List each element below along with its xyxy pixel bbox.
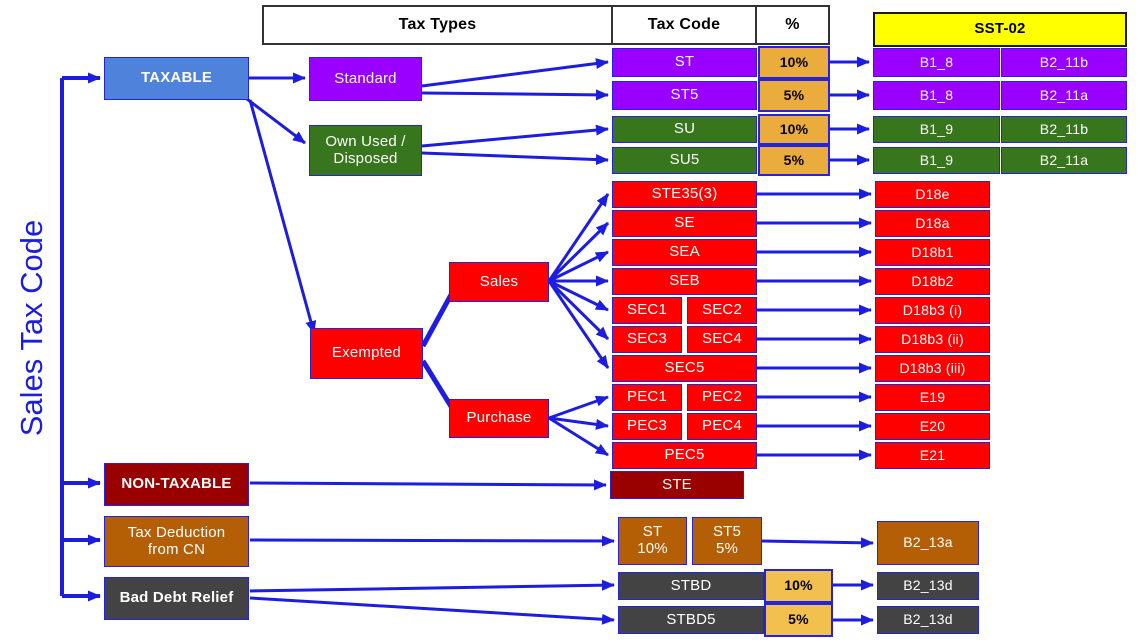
code-st5: ST5	[612, 81, 757, 110]
sst-d18b1: D18b1	[875, 239, 990, 266]
header-percent: %	[755, 5, 830, 45]
code-ste: STE	[610, 471, 744, 499]
node-bad-debt-relief: Bad Debt Relief	[104, 577, 249, 620]
arrow-own-used-to-su5	[421, 151, 609, 166]
sst-b2-11a-row4: B2_11a	[1001, 147, 1127, 174]
node-tax-deduction-cn: Tax Deduction from CN	[104, 516, 249, 567]
sst-b2-11b-row3: B2_11b	[1001, 116, 1127, 143]
sst-d18b3-i: D18b3 (i)	[875, 297, 990, 324]
node-sales: Sales	[449, 262, 549, 302]
arrow-tax-deduction-to-cn-st	[249, 535, 615, 547]
arrow-sales-to-sea	[548, 250, 609, 283]
header-sst02: SST-02	[873, 12, 1127, 47]
arrow-exempted-to-sales	[420, 291, 455, 348]
code-sec1: SEC1	[612, 297, 682, 324]
sst-b1-8-row2: B1_8	[873, 81, 1000, 110]
arrow-own-used-to-su	[421, 124, 609, 148]
code-su: SU	[612, 116, 757, 143]
header-tax-types: Tax Types	[262, 5, 613, 45]
sst-d18b2: D18b2	[875, 268, 990, 295]
arrow-non-taxable-to-ste	[249, 479, 607, 491]
code-sec5: SEC5	[612, 355, 757, 382]
code-su5: SU5	[612, 147, 757, 174]
arrow-taxable-to-exempted	[248, 99, 317, 334]
code-pec4: PEC4	[687, 413, 757, 440]
code-pec5: PEC5	[612, 442, 757, 469]
arrow-sales-to-ste35	[547, 193, 610, 282]
code-seb: SEB	[612, 268, 757, 295]
sst-d18a: D18a	[875, 210, 990, 237]
code-pec2: PEC2	[687, 384, 757, 411]
header-tax-code: Tax Code	[611, 5, 757, 45]
node-standard: Standard	[309, 57, 422, 101]
sst-b2-13a: B2_13a	[877, 521, 979, 565]
node-purchase: Purchase	[449, 399, 549, 438]
sst-d18b3-iii: D18b3 (iii)	[875, 355, 990, 382]
arrow-bad-debt-to-stbd	[249, 579, 615, 593]
arrow-cn-st5-to-b2-13a	[761, 537, 874, 549]
pct-su: 10%	[758, 114, 830, 145]
arrow-standard-to-st5	[421, 89, 609, 101]
code-pec1: PEC1	[612, 384, 682, 411]
code-se: SE	[612, 210, 757, 237]
arrow-sales-to-sec34	[547, 279, 610, 341]
sst-e20: E20	[875, 413, 990, 440]
pct-stbd5: 5%	[764, 603, 833, 637]
arrow-exempted-to-purchase	[420, 359, 455, 410]
sst-b1-8-row1: B1_8	[873, 48, 1000, 77]
code-stbd: STBD	[618, 572, 764, 600]
sst-d18b3-ii: D18b3 (ii)	[875, 326, 990, 353]
pct-st: 10%	[758, 46, 830, 79]
pct-stbd: 10%	[764, 569, 833, 603]
code-sec2: SEC2	[687, 297, 757, 324]
arrow-standard-to-st	[421, 58, 609, 88]
code-sec3: SEC3	[612, 326, 682, 353]
code-sea: SEA	[612, 239, 757, 266]
node-exempted: Exempted	[310, 328, 423, 379]
node-non-taxable: NON-TAXABLE	[104, 463, 249, 506]
sst-b2-13d-row1: B2_13d	[877, 572, 979, 600]
pct-st5: 5%	[758, 79, 830, 112]
arrow-sales-to-se	[547, 221, 610, 283]
sst-d18e: D18e	[875, 181, 990, 208]
arrow-taxable-to-own-used	[242, 94, 306, 145]
sst-b2-13d-row2: B2_13d	[877, 606, 979, 634]
code-st: ST	[612, 48, 757, 77]
sst-b2-11b-row1: B2_11b	[1001, 48, 1127, 77]
sst-b1-9-row4: B1_9	[873, 147, 1000, 174]
code-ste35-3: STE35(3)	[612, 181, 757, 208]
diagram-title: Sales Tax Code	[14, 219, 49, 437]
pct-su5: 5%	[758, 145, 830, 176]
sst-e21: E21	[875, 442, 990, 469]
node-own-used-disposed: Own Used / Disposed	[309, 125, 422, 176]
sst-b2-11a-row2: B2_11a	[1001, 81, 1127, 110]
code-cn-st: ST 10%	[618, 517, 687, 565]
arrow-purchase-to-pec34	[548, 416, 609, 430]
code-cn-st5: ST5 5%	[692, 517, 762, 565]
arrow-purchase-to-pec5	[548, 416, 609, 457]
code-sec4: SEC4	[687, 326, 757, 353]
arrow-purchase-to-pec12	[548, 395, 609, 420]
node-taxable: TAXABLE	[104, 57, 249, 100]
sst-e19: E19	[875, 384, 990, 411]
sst-b1-9-row3: B1_9	[873, 116, 1000, 143]
arrow-group	[60, 56, 874, 626]
code-pec3: PEC3	[612, 413, 682, 440]
code-stbd5: STBD5	[618, 606, 764, 634]
arrow-sales-to-sec5	[547, 280, 610, 369]
arrow-bad-debt-to-stbd5	[249, 596, 615, 625]
arrow-sales-to-sec12	[548, 279, 609, 312]
